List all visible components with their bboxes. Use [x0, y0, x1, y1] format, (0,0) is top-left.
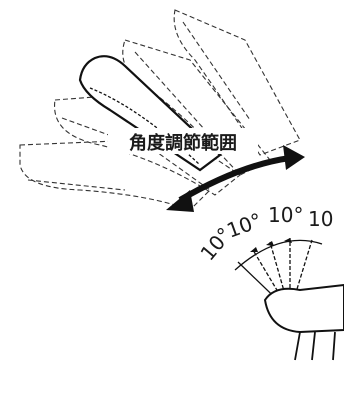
angle-label-3: 10° — [268, 203, 303, 227]
angle-label-4: 10 — [308, 207, 333, 231]
pivot-fan — [234, 238, 323, 313]
holder-bracket — [263, 283, 344, 361]
range-caption: 角度調節範囲 — [129, 132, 237, 154]
ghost-position-1 — [173, 9, 301, 156]
ghost-position-2 — [122, 39, 271, 176]
range-arrow — [166, 145, 305, 212]
caption-backdrop — [108, 128, 258, 154]
angle-label-2: 10° — [224, 208, 266, 243]
